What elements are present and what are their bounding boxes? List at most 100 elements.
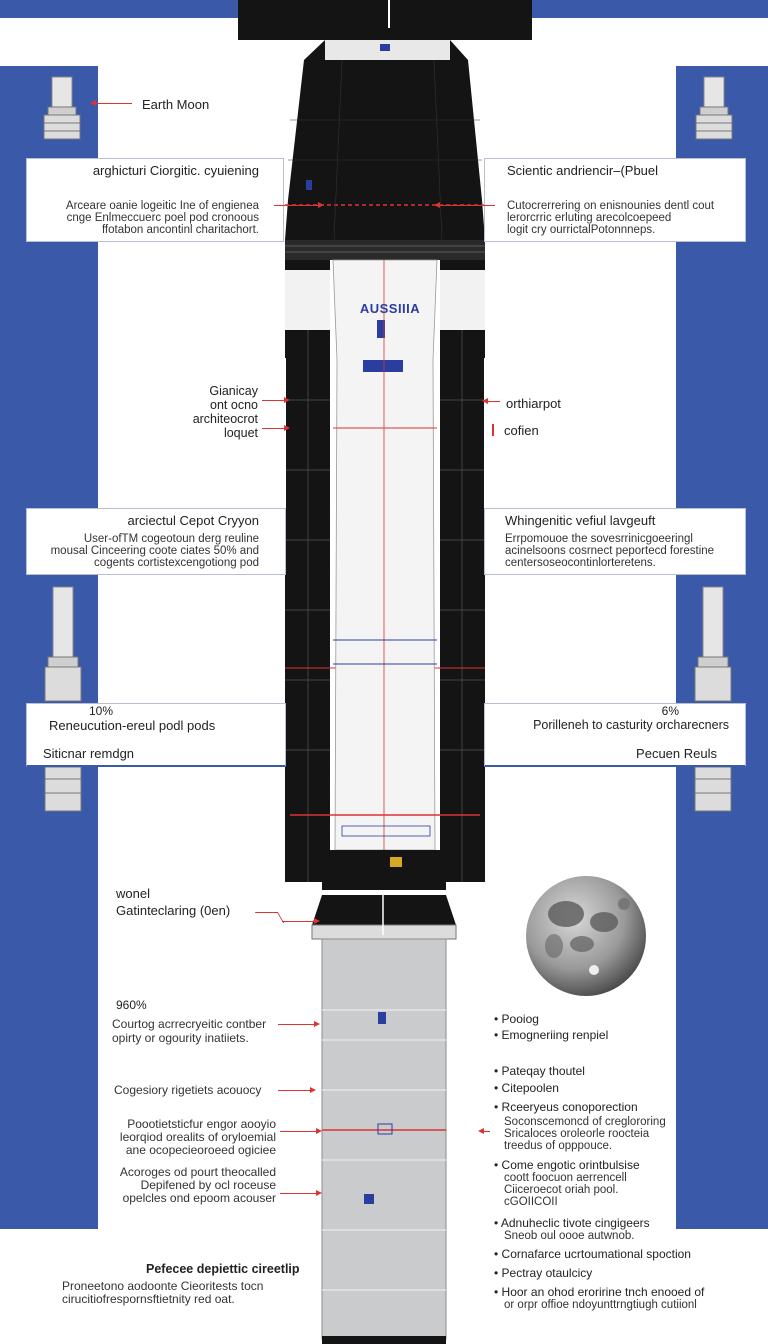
list-item: • Adnuheclic tivote cingigeers: [494, 1216, 650, 1230]
panel-text: acinelsoons cosrnect peportecd forestine: [505, 545, 715, 557]
panel-subtitle: Siticnar remdgn: [43, 746, 135, 761]
engine-illustration: [695, 76, 733, 140]
lower-percent: 960%: [116, 998, 147, 1012]
panel-title: Porilleneh to casturity orcharecners: [533, 718, 729, 732]
panel-title: arciectul Cepot Cryyon: [127, 513, 260, 528]
panel-title: arghicturi Ciorgitic. cyuiening: [92, 163, 259, 178]
top-label: Earth Moon: [142, 97, 210, 112]
list-sub: or orpr offioe ndoyunttrngtiugh cutiionl: [504, 1299, 697, 1311]
list-item: • Come engotic orintbulsise: [494, 1158, 640, 1172]
list-item-label: Adnuheclic tivote cingigeers: [500, 1216, 650, 1230]
lower-text: Courtog acrrecryeitic contber: [112, 1017, 267, 1031]
panel-percent: 6%: [661, 704, 679, 718]
mid-left-line: architeocrot: [192, 412, 258, 426]
panel-text: logit cry ourrictalPotonnneps.: [507, 224, 656, 236]
lower-text: Proneetono aodoonte Cieoritests tocn: [62, 1279, 264, 1293]
panel-text: Cutocrerrering on enisnounies dentl cout: [507, 200, 715, 212]
callout-arrow: [90, 100, 132, 106]
list-sub-line: or orpr offioe ndoyunttrngtiugh cutiionl: [504, 1299, 697, 1311]
lower-text: opelcles ond epoom acouser: [122, 1191, 276, 1205]
list-item-label: Pectray otaulcicy: [501, 1266, 593, 1280]
engine-illustration: [44, 766, 82, 812]
top-right-blue-band: [530, 0, 768, 18]
callout-arrow: [482, 398, 500, 404]
list-item: • Pooiog: [494, 1012, 539, 1026]
panel-subtitle: Pecuen Reuls: [636, 746, 717, 761]
callout-arrow: [478, 1128, 490, 1134]
lower-text: Cogesiory rigetiets acouocy: [114, 1083, 262, 1097]
list-item: • Hoor an ohod eroririne tnch enooed of: [494, 1285, 705, 1299]
lower-title: Pefecee depiettic cireetlip: [146, 1262, 300, 1276]
panel-text: User-ofTM cogeotoun derg reuline: [83, 533, 259, 545]
list-sub-line: treedus of opppouce.: [504, 1140, 613, 1152]
list-item-label: Citepoolen: [501, 1081, 559, 1095]
lower-text: Depifened by ocl roceuse: [140, 1178, 276, 1192]
mid-left-line: Gianicay: [209, 384, 258, 398]
list-sub-line: Sricaloces oroleorle roocteia: [504, 1128, 650, 1140]
panel-text: lerorcrric erluting arecolcoepeed: [507, 212, 672, 224]
lower-text: Acoroges od pourt theocalled: [119, 1165, 276, 1179]
panel-text: cnge Enlmeccuerc poel pod cronoous: [66, 212, 259, 224]
callout-arrow: [262, 397, 290, 403]
callout-arrow: [434, 202, 495, 208]
mid-white-band-left: [98, 358, 286, 508]
left-blue-tower: [0, 66, 100, 1229]
lower-block: Poootietsticfur engor aooyio leorqiod or…: [100, 1118, 276, 1157]
list-item: • Rceeryeus conoporection: [494, 1100, 638, 1114]
mid-left-line: loquet: [223, 426, 258, 440]
mid-right-label-1: orthiarpot: [506, 396, 561, 411]
list-item-label: Hoor an ohod eroririne tnch enooed of: [501, 1285, 705, 1299]
callout-arrow: [278, 1087, 316, 1093]
info-panel-left: 10% Reneucution-ereul podl pods Siticnar…: [26, 703, 286, 767]
engine-illustration: [694, 766, 732, 812]
callout-arrow: [280, 1128, 322, 1134]
list-sub-line: coott foocuon aerrencell: [504, 1172, 627, 1184]
panel-text: Arceare oanie logeitic Ine of engienea: [65, 200, 259, 212]
list-item-label: Come engotic orintbulsise: [501, 1158, 640, 1172]
list-sub: Soconscemoncd of creglororing Sricaloces…: [504, 1116, 666, 1152]
lower-heading: Gatinteclaring (0en): [116, 903, 231, 918]
list-sub-line: Soconscemoncd of creglororing: [504, 1116, 666, 1128]
list-sub-line: Ciiceroecot oriah pool.: [504, 1184, 619, 1196]
mid-left-line: ont ocno: [210, 398, 258, 412]
panel-percent: 10%: [89, 704, 114, 718]
lower-block: Acoroges od pourt theocalled Depifened b…: [100, 1166, 276, 1205]
list-sub-line: Sneob oul oooe autwnob.: [504, 1230, 635, 1242]
list-item-label: Pooiog: [501, 1012, 539, 1026]
callout-arrow: [278, 1021, 320, 1027]
rocket-name-label: AUSSIIIA: [359, 301, 421, 316]
info-panel-right: 6% Porilleneh to casturity orcharecners …: [484, 703, 746, 767]
list-item-label: Cornafarce ucrtoumational spoction: [501, 1247, 691, 1261]
info-panel-left: arghicturi Ciorgitic. cyuiening Arceare …: [26, 158, 284, 242]
callout-arrow: [282, 918, 320, 924]
callout-arrow: [274, 202, 324, 208]
callout-arrow: [280, 1190, 322, 1196]
mid-right-label-2: cofien: [504, 423, 539, 438]
info-panel-right: Scientic andriencir–(Pbuel Cutocrerrerin…: [484, 158, 746, 242]
panel-title: Whingenitic vefiul lavgeuft: [505, 513, 656, 528]
panel-text: mousal Cinceering coote ciates 50% and: [50, 545, 259, 557]
list-item: • Citepoolen: [494, 1081, 559, 1095]
callout-arrow: [262, 425, 290, 431]
panel-text: centersoseocontinlorteretens.: [505, 557, 656, 569]
lower-text: cirucitiofrespornsftietnity red oat.: [62, 1292, 235, 1306]
list-sub: coott foocuon aerrencell Ciiceroecot ori…: [504, 1172, 627, 1208]
engine-illustration: [43, 76, 81, 140]
list-item-label: Emogneriing renpiel: [501, 1028, 609, 1042]
list-item: • Cornafarce ucrtoumational spoction: [494, 1247, 691, 1261]
lower-text: Poootietsticfur engor aooyio: [127, 1117, 276, 1131]
list-sub-line: cGOIICOII: [504, 1196, 558, 1208]
list-item: • Pateqay thoutel: [494, 1064, 585, 1078]
panel-text: ffotabon ancontinl charitachort.: [101, 224, 259, 236]
lower-block: Courtog acrrecryeitic contber opirty or …: [112, 1017, 266, 1045]
lower-block: Proneetono aodoonte Cieoritests tocn cir…: [62, 1280, 263, 1306]
callout-tick: [492, 424, 494, 436]
engine-illustration: [44, 586, 82, 702]
list-item: • Pectray otaulcicy: [494, 1266, 593, 1280]
lower-text: opirty or ogourity inatiiets.: [112, 1031, 249, 1045]
list-item-label: Rceeryeus conoporection: [501, 1100, 638, 1114]
info-panel-left: arciectul Cepot Cryyon User-ofTM cogeoto…: [26, 508, 286, 575]
list-item-label: Pateqay thoutel: [501, 1064, 585, 1078]
panel-title: Reneucution-ereul podl pods: [49, 718, 216, 733]
panel-text: Errpomouoe the sovesrrinicgoeeringl: [505, 533, 693, 545]
